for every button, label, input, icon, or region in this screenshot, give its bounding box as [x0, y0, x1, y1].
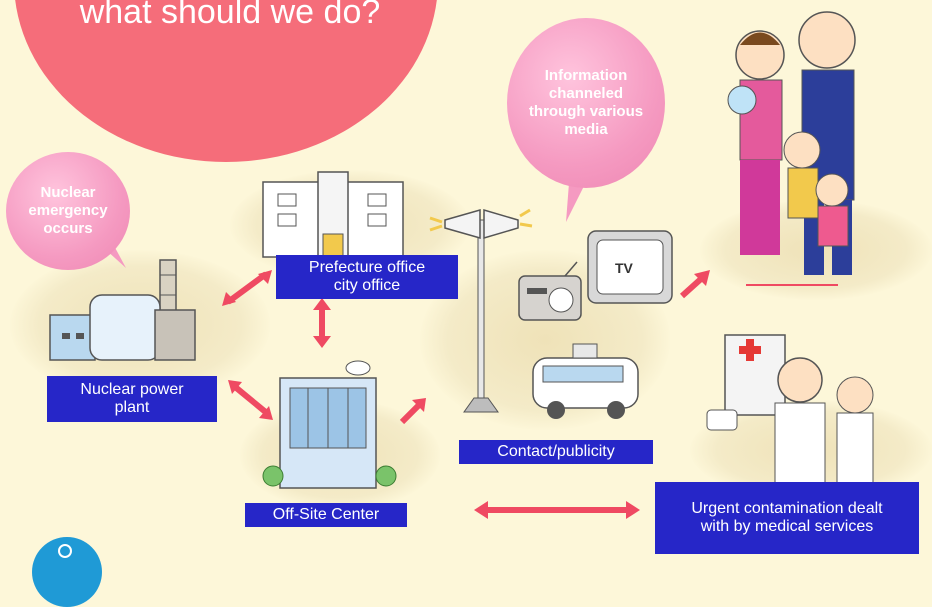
- arrow-plant-offsite: [228, 380, 273, 420]
- loudspeaker-pole-illustration: [429, 208, 533, 413]
- arrow-offsite-medical: [474, 501, 640, 519]
- power-plant-illustration: [49, 259, 196, 361]
- arrow-offsite-media: [399, 398, 426, 425]
- radio-illustration: [518, 261, 582, 321]
- tv-screen-text: TV: [615, 260, 634, 276]
- arrow-plant-prefecture: [222, 270, 272, 306]
- arrow-prefecture-offsite: [313, 298, 331, 348]
- headline-text: what should we do?: [79, 0, 381, 31]
- label-medical-services: Urgent contamination dealt with by medic…: [655, 482, 919, 554]
- label-contact-publicity: Contact/publicity: [459, 440, 653, 464]
- label-power-plant: Nuclear power plant: [47, 376, 217, 422]
- emergency-bubble: Nuclear emergency occurs: [6, 152, 130, 270]
- media-bubble: Information channeled through various me…: [507, 18, 665, 188]
- medical-illustration: [706, 334, 874, 489]
- arrow-media-family: [679, 270, 710, 299]
- info-circle-inner-icon: [58, 544, 72, 558]
- label-prefecture-office: Prefecture office city office: [276, 255, 458, 299]
- prefecture-office-illustration: [262, 171, 404, 258]
- tv-illustration: TV: [587, 230, 673, 304]
- family-underline: [746, 284, 838, 286]
- pr-vehicle-illustration: [532, 343, 639, 419]
- offsite-center-illustration: [262, 360, 397, 489]
- label-offsite-center: Off-Site Center: [245, 503, 407, 527]
- family-illustration: [727, 11, 856, 275]
